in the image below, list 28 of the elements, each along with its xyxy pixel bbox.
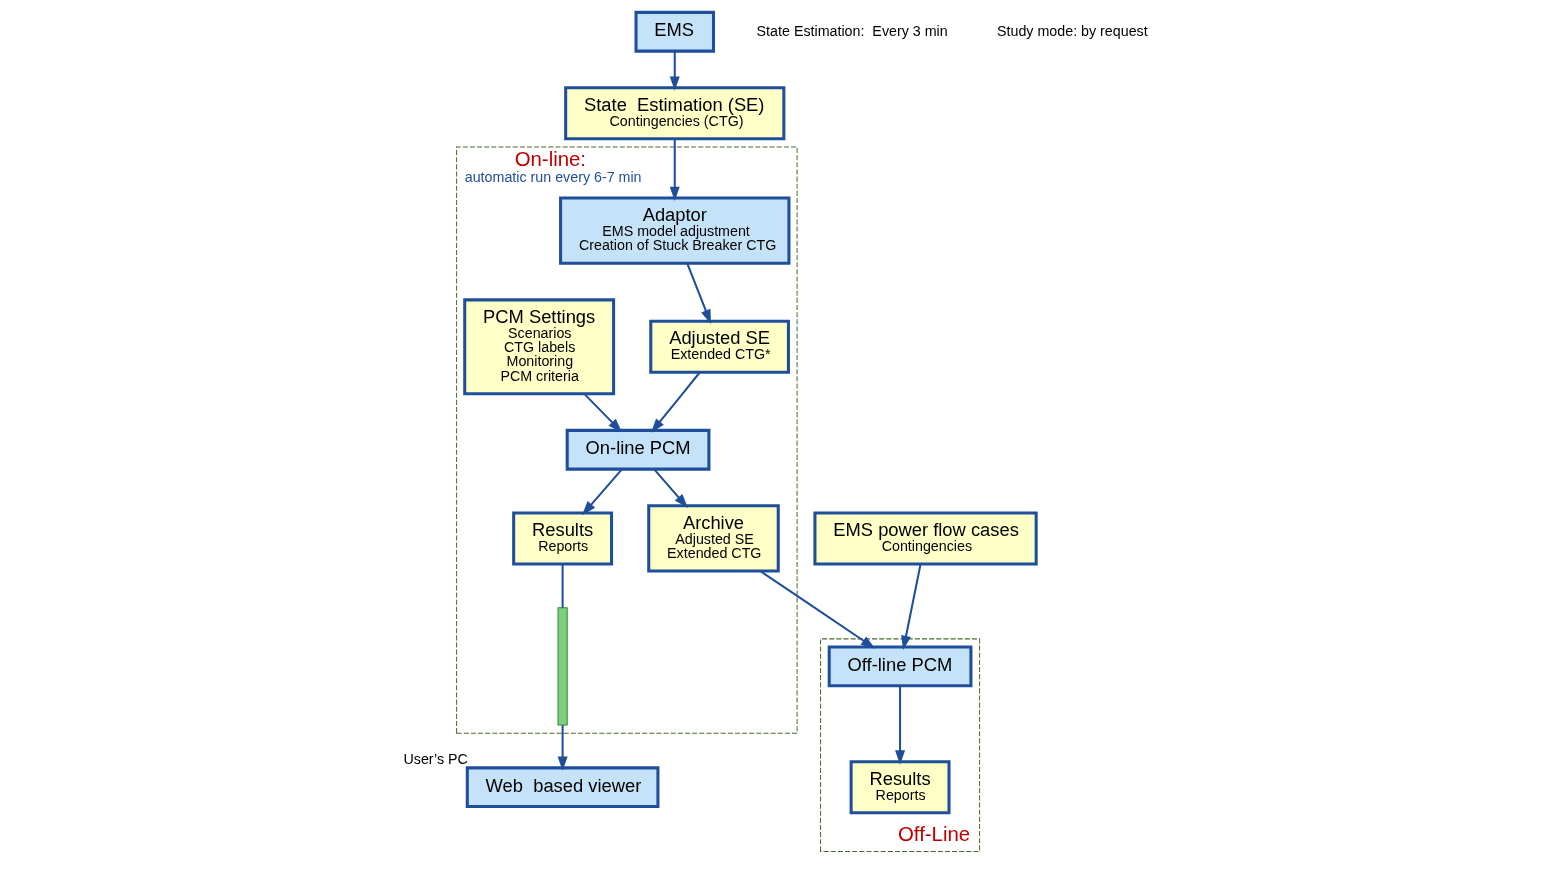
arrow [583, 393, 622, 433]
arrow [900, 563, 922, 651]
arrow [669, 51, 680, 91]
node-box: PCM Settings Scenarios CTG labels Monitoring PCM criteria [462, 298, 615, 396]
node-box: Web based viewer [465, 766, 659, 809]
node-box: Adjusted SE Extended CTG* [648, 319, 790, 374]
arrow [894, 686, 905, 765]
arrow [669, 139, 680, 201]
node-box: On-line PCM [565, 428, 710, 471]
node-box: EMS [634, 10, 715, 53]
arrow [685, 263, 711, 324]
node-box: EMS power flow cases Contingencies [812, 511, 1038, 566]
node-bar [557, 607, 568, 726]
arrow [581, 468, 623, 516]
label: State Estimation: Every 3 min [756, 22, 948, 39]
arrow [650, 371, 700, 433]
node-box: Results Reports [849, 760, 951, 815]
connector [561, 564, 564, 608]
label: Study mode: by request [996, 22, 1148, 39]
node-box: State Estimation (SE) Contingencies (CTG) [563, 86, 785, 141]
arrow [759, 570, 875, 649]
node-box: Archive Adjusted SE Extended CTG [646, 504, 780, 573]
node-box: Adaptor EMS model adjustment Creation of Stuck Breaker CTG [558, 196, 790, 265]
arrow [652, 468, 688, 509]
node-box: Off-line PCM [827, 645, 972, 688]
node-label: User’s PC [402, 750, 468, 767]
arrow [557, 725, 568, 771]
node-box: Results Reports [511, 511, 613, 566]
